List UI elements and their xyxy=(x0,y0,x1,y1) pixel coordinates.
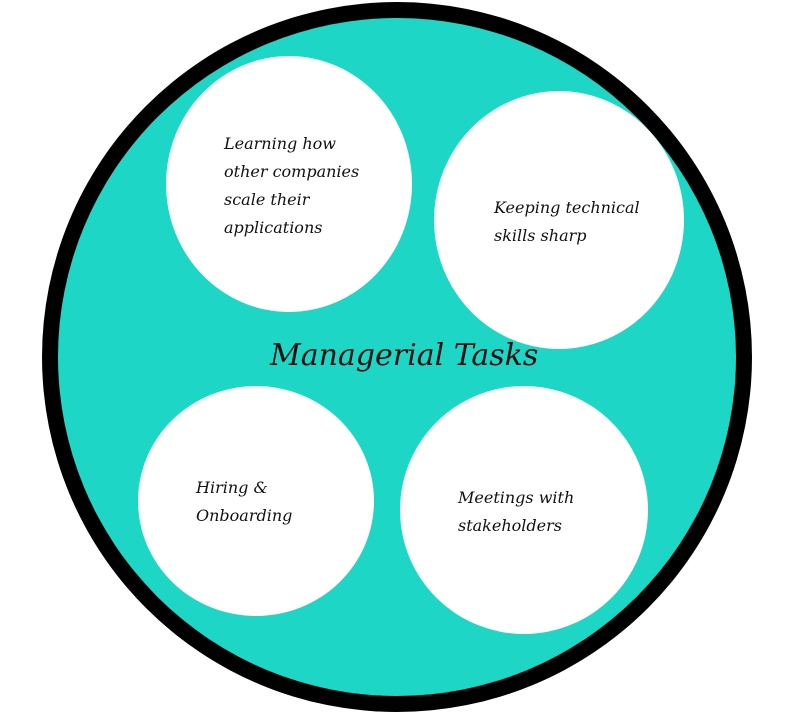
task-label-hiring: Hiring & Onboarding xyxy=(196,478,293,525)
diagram-title: Managerial Tasks xyxy=(270,338,539,373)
task-bubble-hiring xyxy=(138,386,374,616)
task-bubble-learning xyxy=(166,56,412,312)
task-label-learning: Learning how other companies scale their… xyxy=(224,134,360,237)
task-label-meetings: Meetings with stakeholders xyxy=(458,488,575,535)
task-bubble-meetings xyxy=(400,386,648,634)
task-label-technical-skills: Keeping technical skills sharp xyxy=(494,198,640,245)
task-bubble-technical-skills xyxy=(434,91,684,349)
